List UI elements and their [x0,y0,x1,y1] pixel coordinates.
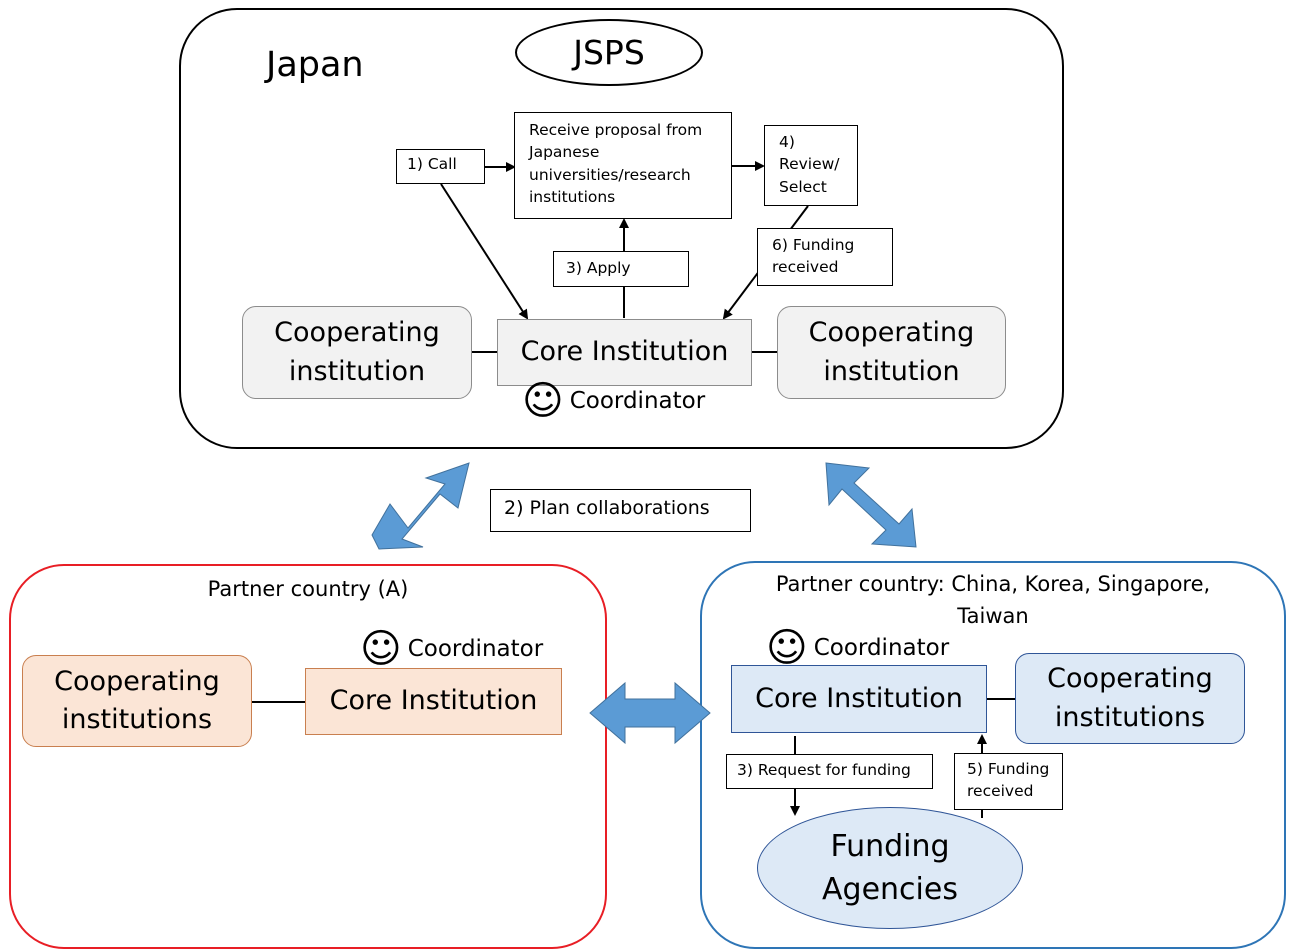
double-headed-arrow-icon [825,462,917,548]
call-box: 1) Call [396,149,485,184]
partner-a-title: Partner country (A) [207,577,409,601]
partner-b-core-institution: Core Institution [731,665,987,733]
partner-b-funding-received-box: 5) Funding received [954,753,1063,810]
japan-funding-received-box: 6) Funding received [757,228,893,286]
jsps-label: JSPS [573,33,645,72]
partner-b-title: Partner country: China, Korea, Singapore… [775,572,1211,628]
partner-b-coordinator-label: Coordinator [813,635,950,661]
smiley-face-icon: ☺ [360,626,402,672]
jsps-ellipse: JSPS [515,19,703,86]
partner-b-coordinator: ☺ Coordinator [766,628,949,668]
smiley-face-icon: ☺ [522,378,564,424]
plan-collaborations-box: 2) Plan collaborations [490,489,751,532]
partner-a-coordinator: ☺ Coordinator [360,629,543,669]
partner-b-cooperating: Cooperating institutions [1015,653,1245,744]
partner-a-cooperating: Cooperating institutions [22,655,252,747]
partner-a-coordinator-label: Coordinator [407,636,544,662]
double-headed-arrow-icon [589,681,711,745]
smiley-face-icon: ☺ [766,625,808,671]
japan-coordinator: ☺ Coordinator [522,381,705,421]
request-funding-box: 3) Request for funding [726,754,933,789]
japan-region [179,8,1064,449]
partner-a-region [9,564,607,949]
funding-agencies-ellipse: Funding Agencies [757,807,1023,929]
japan-coordinator-label: Coordinator [569,388,706,414]
apply-box: 3) Apply [553,251,689,287]
receive-proposal-box: Receive proposal from Japanese universit… [514,112,732,219]
partner-a-core-institution: Core Institution [305,668,562,735]
japan-cooperating-left: Cooperating institution [242,306,472,399]
review-select-box: 4) Review/ Select [764,125,858,206]
double-headed-arrow-icon [371,462,470,550]
japan-title: Japan [266,45,364,85]
japan-cooperating-right: Cooperating institution [777,306,1006,399]
japan-core-institution: Core Institution [497,319,752,386]
